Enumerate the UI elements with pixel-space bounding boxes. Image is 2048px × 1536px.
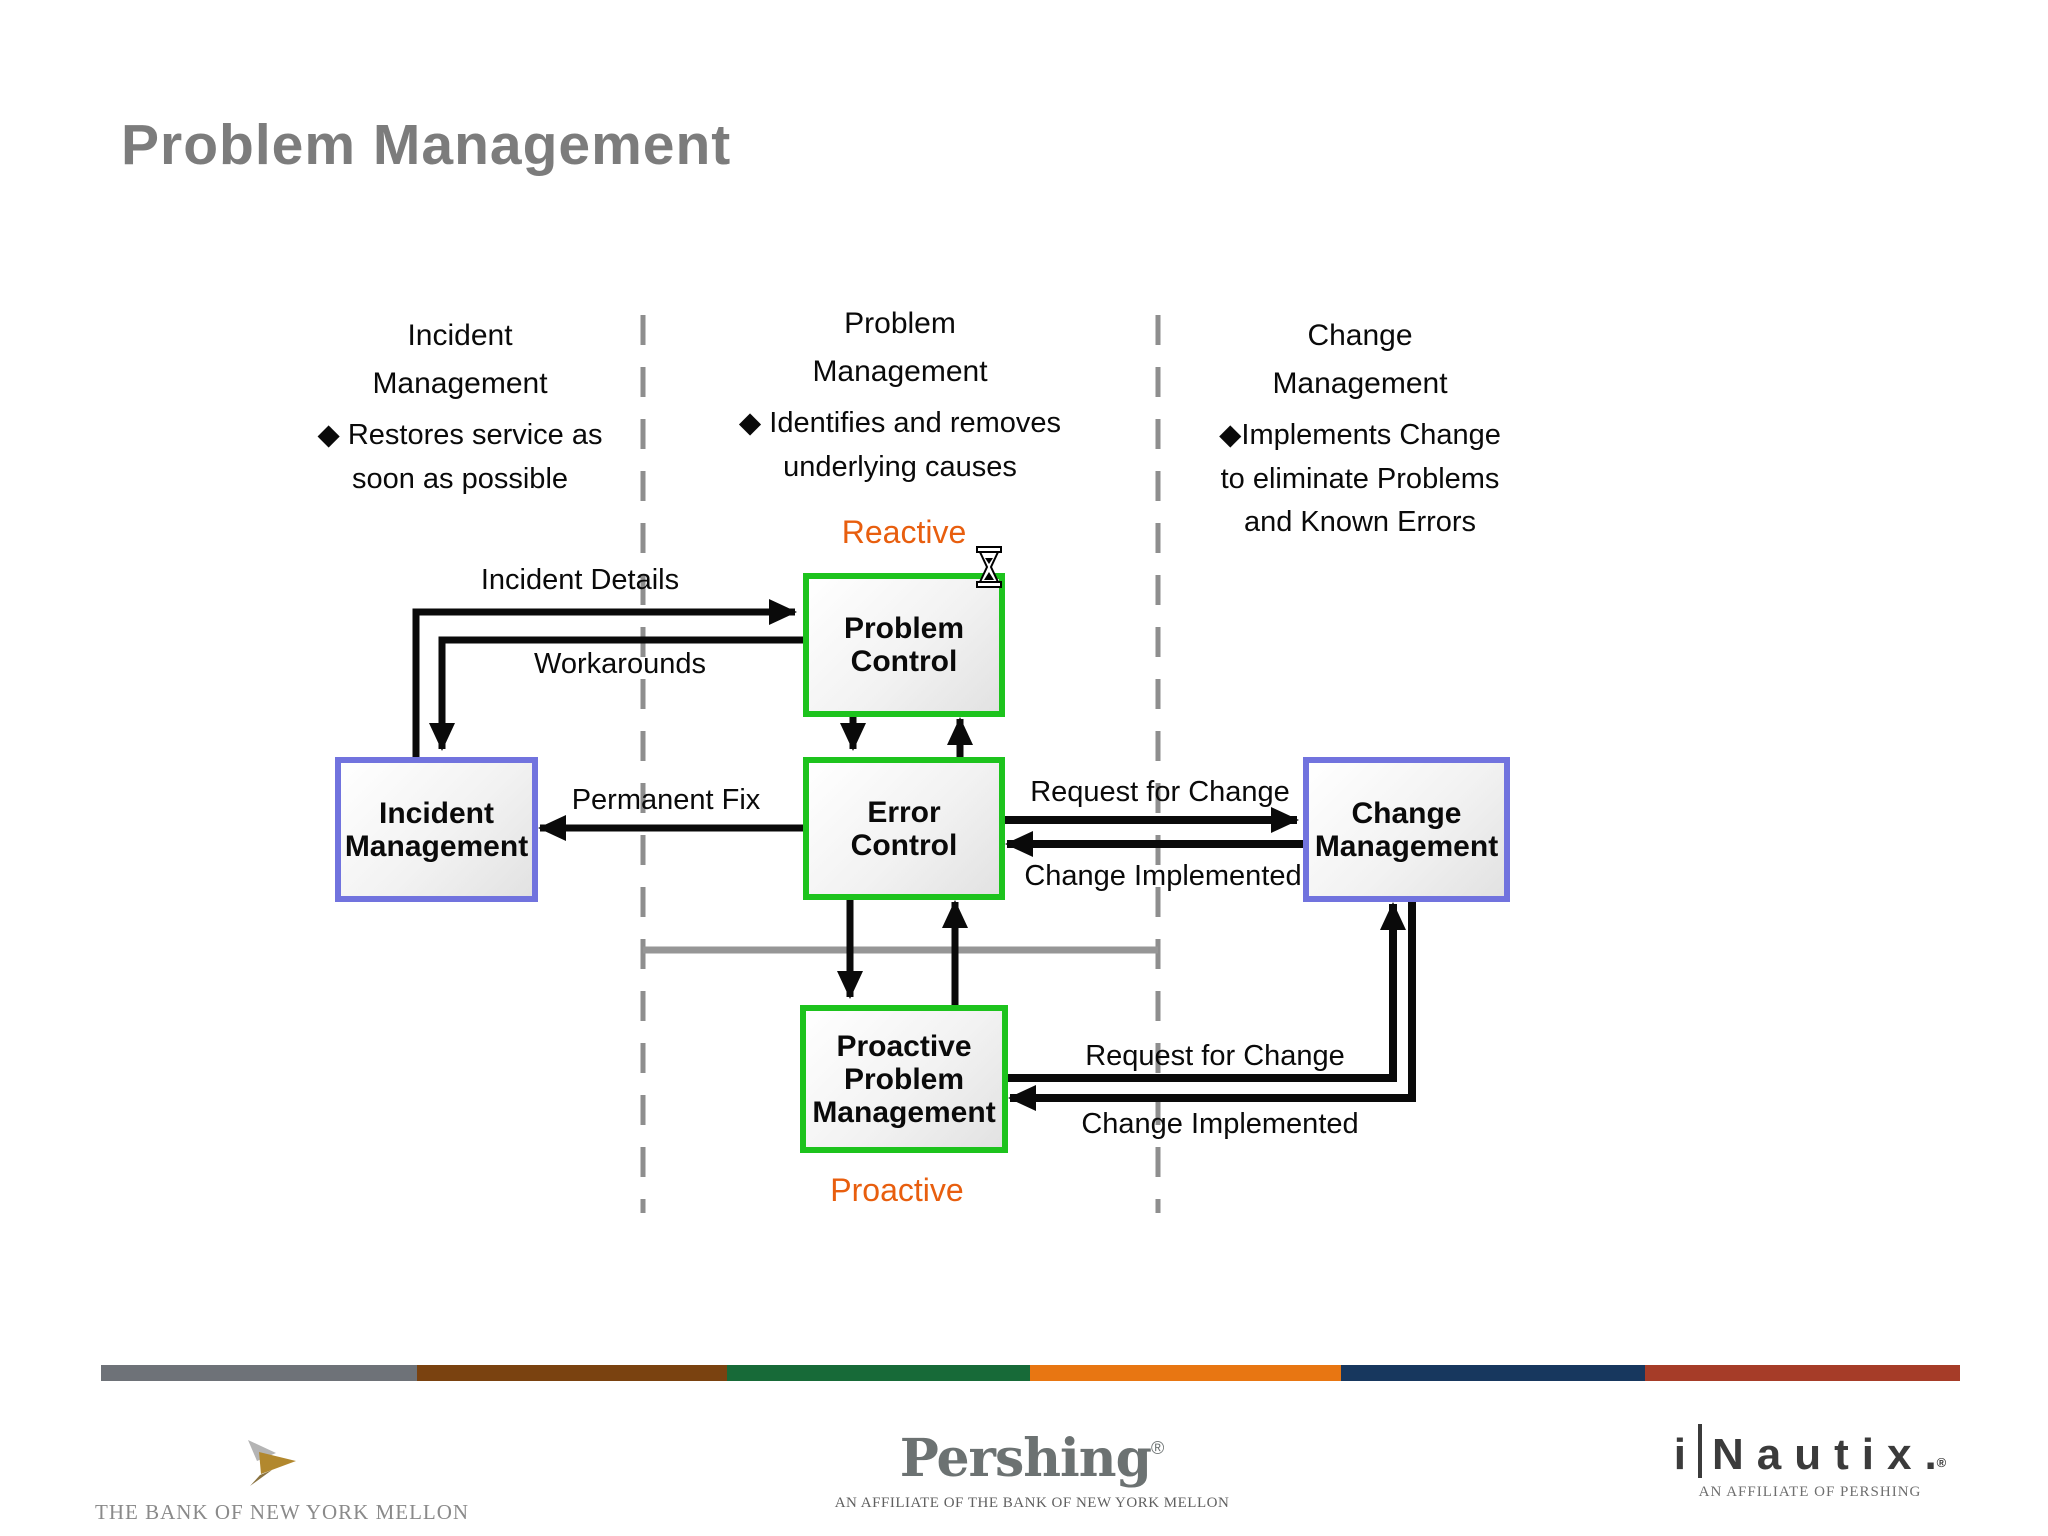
proactive-label: Proactive <box>830 1172 964 1208</box>
pershing-wordmark: Pershing® <box>899 1428 1165 1489</box>
node-label: Incident Management <box>344 796 529 863</box>
column-change-management: Change Management ◆Implements Change to … <box>1145 312 1575 545</box>
inautix-divider-bar <box>1697 1424 1702 1478</box>
hourglass-cursor-icon <box>976 546 1002 588</box>
inautix-tagline: AN AFFILIATE OF PERSHING <box>1698 1484 1922 1500</box>
node-change-management: Change Management <box>1303 757 1510 902</box>
edge-label-change-implemented-top: Change Implemented <box>1024 860 1302 892</box>
column-heading: Incident Management <box>372 319 548 400</box>
footer-bar-segment <box>1645 1365 1960 1381</box>
edge-label-permanent-fix: Permanent Fix <box>571 784 761 816</box>
column-heading: Change Management <box>1272 319 1448 400</box>
edge-label-incident-details: Incident Details <box>480 564 680 596</box>
registered-mark: ® <box>1150 1438 1165 1458</box>
registered-mark: ® <box>1936 1455 1947 1470</box>
footer-color-bar <box>101 1365 1960 1381</box>
footer-bar-segment <box>1341 1365 1645 1381</box>
node-incident-management: Incident Management <box>335 757 538 902</box>
node-error-control: Error Control <box>803 757 1005 900</box>
footer-bar-segment <box>1030 1365 1341 1381</box>
arrow-workarounds <box>429 636 803 751</box>
footer-bar-segment <box>727 1365 1030 1381</box>
pershing-logo: Pershing® AN AFFILIATE OF THE BANK OF NE… <box>832 1428 1232 1512</box>
bny-mellon-wordmark: THE BANK OF NEW YORK MELLON <box>95 1500 470 1524</box>
node-label: Problem Control <box>843 612 965 678</box>
column-problem-management: Problem Management ◆ Identifies and remo… <box>690 300 1110 489</box>
node-problem-control: Problem Control <box>803 573 1005 717</box>
node-label: Change Management <box>1314 796 1499 863</box>
bny-mellon-arrow-icon <box>248 1440 296 1486</box>
arrow-incident-details <box>412 599 797 757</box>
node-label: Proactive Problem Management <box>812 1029 996 1129</box>
column-incident-management: Incident Management ◆ Restores service a… <box>260 312 660 501</box>
edge-label-request-for-change-bottom: Request for Change <box>1085 1040 1345 1072</box>
node-proactive-problem-management: Proactive Problem Management <box>800 1005 1008 1153</box>
column-bullet: ◆ Identifies and removes underlying caus… <box>738 407 1062 483</box>
node-label: Error Control <box>850 795 958 862</box>
pershing-tagline: AN AFFILIATE OF THE BANK OF NEW YORK MEL… <box>834 1495 1230 1511</box>
edge-label-change-implemented-bottom: Change Implemented <box>1081 1108 1359 1140</box>
edge-label-request-for-change-top: Request for Change <box>1030 776 1290 808</box>
footer-bar-segment <box>417 1365 727 1381</box>
page-title: Problem Management <box>121 113 732 177</box>
column-heading: Problem Management <box>812 307 988 388</box>
column-bullet: ◆ Restores service as soon as possible <box>317 419 603 495</box>
reactive-label: Reactive <box>841 514 967 550</box>
arrow-change-implemented-bottom <box>1008 896 1416 1111</box>
column-bullet: ◆Implements Change to eliminate Problems… <box>1219 419 1501 538</box>
arrow-request-for-change-bottom <box>1002 902 1406 1082</box>
footer-bar-segment <box>101 1365 417 1381</box>
edge-label-workarounds: Workarounds <box>534 648 706 680</box>
